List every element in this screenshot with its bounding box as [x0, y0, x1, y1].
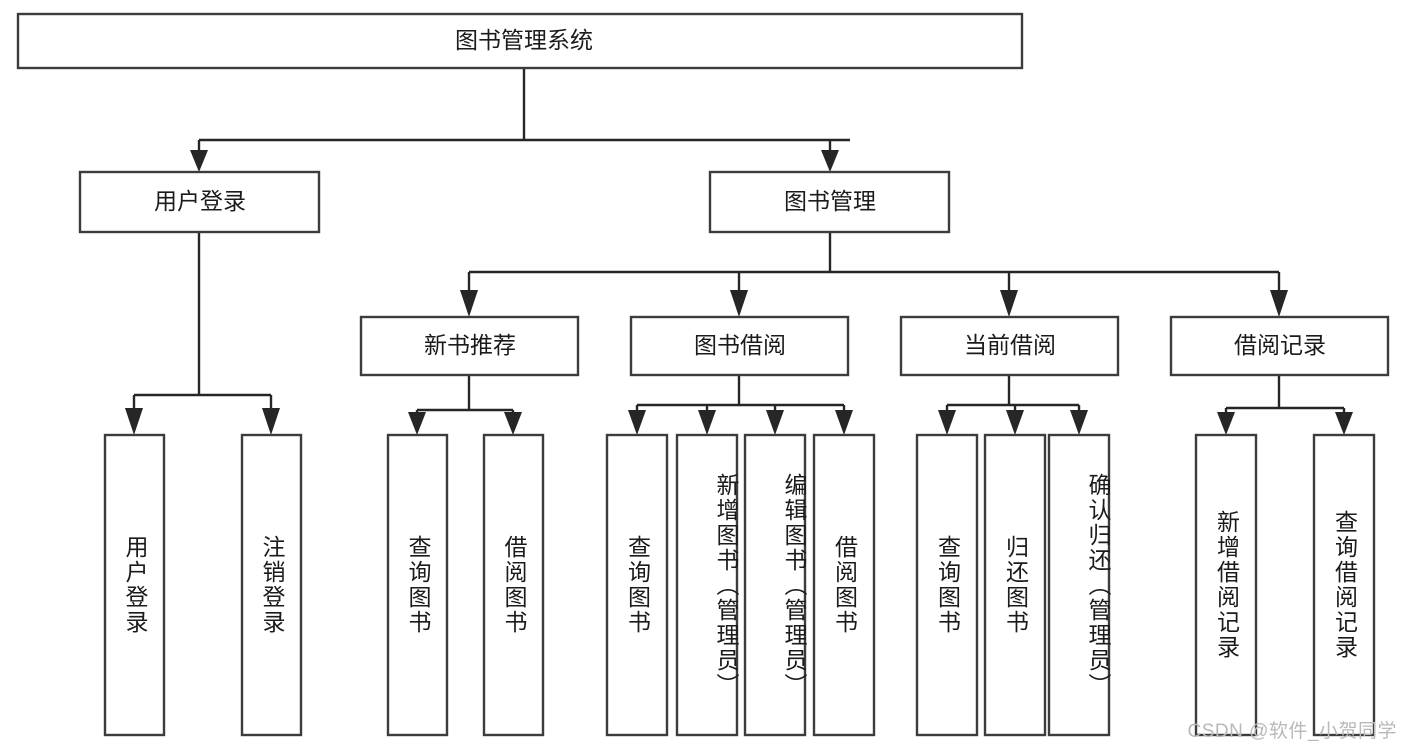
node-current-borrow[interactable]: 当前借阅: [899, 315, 1120, 377]
arrow-head-leaf-query-book-rec: [408, 412, 426, 435]
node-leaf-query-borrow-record-box[interactable]: [1312, 433, 1376, 737]
csdn-watermark: CSDN @软件_小贺同学: [1187, 721, 1397, 742]
arrow-head-leaf-user-logout: [262, 408, 280, 435]
node-book-borrow-label: 图书借阅: [694, 332, 786, 358]
node-borrow-record-box: [1169, 315, 1390, 377]
node-user-login-label: 用户登录: [154, 188, 246, 214]
connector-group-current-borrow: [938, 375, 1088, 435]
arrow-head-borrow-record: [1270, 290, 1288, 317]
node-book-borrow-box: [629, 315, 850, 377]
node-leaf-confirm-return-admin-box[interactable]: [1047, 433, 1111, 737]
connector-group-new-book-rec: [408, 375, 522, 435]
node-user-login[interactable]: 用户登录: [78, 170, 321, 234]
node-leaf-borrow-book-rec-box[interactable]: [482, 433, 545, 737]
node-book-manage[interactable]: 图书管理: [708, 170, 951, 234]
arrow-head-leaf-confirm-return-admin: [1070, 410, 1088, 435]
node-leaf-borrow-book-box[interactable]: [812, 433, 876, 737]
node-borrow-record-label: 借阅记录: [1234, 332, 1326, 358]
arrow-head-leaf-edit-book-admin: [766, 410, 784, 435]
leaf-boxes: [103, 433, 1376, 737]
arrow-head-leaf-add-borrow-record: [1217, 412, 1235, 435]
arrow-head-new-book-rec: [460, 290, 478, 317]
connector-group-root: [190, 68, 850, 172]
node-new-book-rec-label: 新书推荐: [424, 332, 516, 358]
arrow-head-leaf-borrow-book-rec: [504, 412, 522, 435]
arrow-head-leaf-borrow-book: [835, 410, 853, 435]
arrow-head-leaf-query-book-current: [938, 410, 956, 435]
connector-group-user-login: [125, 232, 280, 435]
arrow-head-user-login: [190, 150, 208, 172]
node-new-book-rec[interactable]: 新书推荐: [359, 315, 580, 377]
node-root-box: [16, 12, 1024, 70]
node-leaf-add-borrow-record-box[interactable]: [1194, 433, 1258, 737]
connector-group-borrow-record: [1217, 375, 1353, 435]
node-leaf-query-book-borrow-box[interactable]: [605, 433, 669, 737]
node-current-borrow-label: 当前借阅: [964, 332, 1056, 358]
node-book-borrow[interactable]: 图书借阅: [629, 315, 850, 377]
node-book-manage-box: [708, 170, 951, 234]
node-leaf-return-book-box[interactable]: [983, 433, 1047, 737]
arrow-head-leaf-user-login: [125, 408, 143, 435]
arrow-head-leaf-query-book-borrow: [628, 410, 646, 435]
node-leaf-query-book-current-box[interactable]: [915, 433, 979, 737]
arrow-head-book-manage: [821, 150, 839, 172]
node-new-book-rec-box: [359, 315, 580, 377]
node-user-login-box: [78, 170, 321, 234]
node-root-label: 图书管理系统: [455, 27, 593, 53]
node-leaf-edit-book-admin-box[interactable]: [743, 433, 807, 737]
arrow-head-leaf-add-book-admin: [698, 410, 716, 435]
node-leaf-query-book-rec-box[interactable]: [386, 433, 449, 737]
node-root[interactable]: 图书管理系统: [16, 12, 1024, 70]
connector-group-book-manage: [460, 232, 1288, 317]
arrow-head-leaf-return-book: [1006, 410, 1024, 435]
connector-group-book-borrow: [628, 375, 853, 435]
node-borrow-record[interactable]: 借阅记录: [1169, 315, 1390, 377]
arrow-head-leaf-query-borrow-record: [1335, 412, 1353, 435]
node-leaf-user-logout-box[interactable]: [240, 433, 303, 737]
node-current-borrow-box: [899, 315, 1120, 377]
node-leaf-user-login-box[interactable]: [103, 433, 166, 737]
node-book-manage-label: 图书管理: [784, 188, 876, 214]
arrow-head-book-borrow: [730, 290, 748, 317]
arrow-head-current-borrow: [1000, 290, 1018, 317]
node-leaf-add-book-admin-box[interactable]: [675, 433, 739, 737]
